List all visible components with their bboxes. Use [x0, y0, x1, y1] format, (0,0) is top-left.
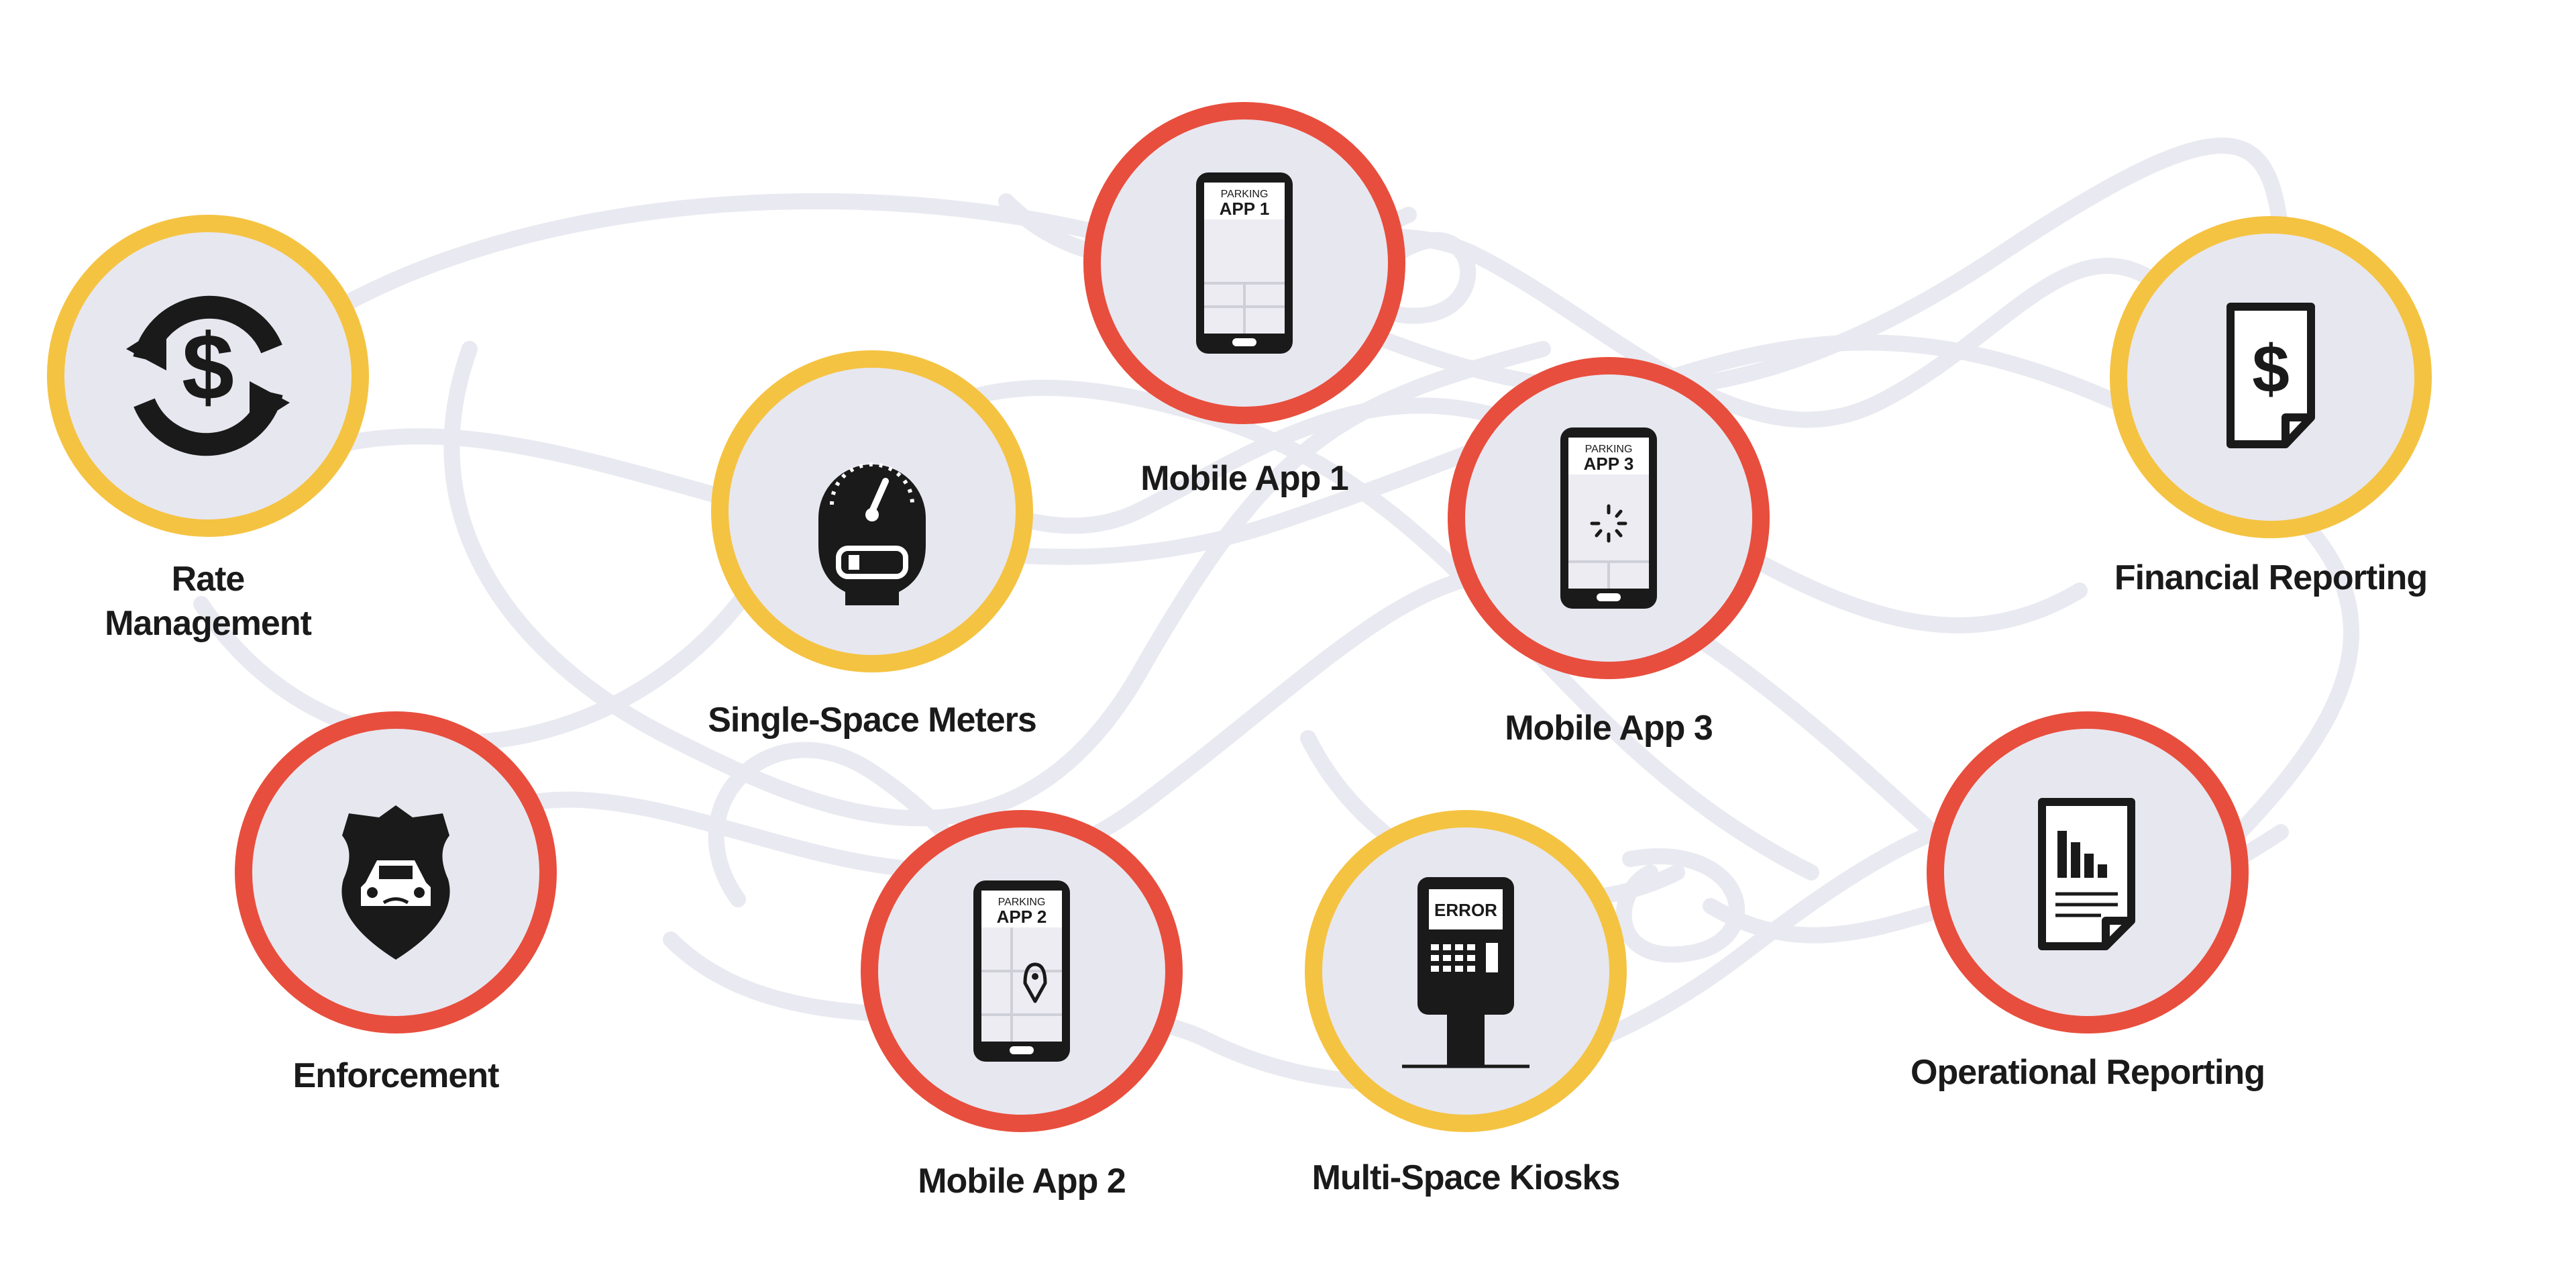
- rate-management-node: $: [47, 215, 369, 537]
- node-label: Mobile App 2: [918, 1159, 1126, 1203]
- phone-map-pin-icon: PARKING APP 2: [973, 880, 1070, 1062]
- enforcement-node: [235, 711, 557, 1033]
- label-line: Financial Reporting: [2114, 558, 2428, 597]
- label-line: Mobile App 2: [918, 1162, 1126, 1201]
- mobile-app-1-node: PARKING APP 1: [1083, 102, 1405, 424]
- svg-text:$: $: [2252, 332, 2290, 407]
- label-line: Enforcement: [292, 1056, 500, 1095]
- operational-reporting-node: [1927, 711, 2249, 1033]
- bar-chart-document-icon: [2038, 798, 2135, 950]
- node-label: Financial Reporting: [2114, 556, 2428, 600]
- label-line: Single-Space Meters: [708, 701, 1037, 740]
- label-line: Rate: [171, 560, 246, 599]
- label-line: Mobile App 1: [1140, 459, 1349, 498]
- screen-title: APP 2: [997, 907, 1047, 927]
- screen-caption: PARKING: [1221, 189, 1269, 200]
- kiosk-error-icon: ERROR: [1402, 877, 1529, 1068]
- screen-caption: PARKING: [998, 897, 1046, 908]
- label-line: Multi-Space Kiosks: [1311, 1158, 1621, 1197]
- parking-meter-icon: [818, 462, 926, 605]
- node-label: Mobile App 3: [1505, 706, 1713, 750]
- label-line: Mobile App 3: [1505, 709, 1713, 748]
- label-line: Management: [105, 604, 312, 643]
- svg-text:$: $: [182, 314, 234, 419]
- node-label: Multi-Space Kiosks: [1311, 1156, 1621, 1200]
- node-label: Single-Space Meters: [708, 698, 1037, 742]
- node-label: Enforcement: [292, 1054, 500, 1098]
- node-label: Rate Management: [105, 557, 312, 646]
- phone-app-icon: PARKING APP 1: [1196, 172, 1293, 354]
- police-badge-car-icon: [341, 805, 450, 960]
- kiosk-screen-text: ERROR: [1434, 900, 1497, 920]
- screen-title: APP 3: [1584, 454, 1634, 474]
- node-label: Mobile App 1: [1140, 456, 1349, 501]
- screen-title: APP 1: [1220, 199, 1270, 219]
- financial-reporting-node: $: [2110, 216, 2432, 538]
- single-space-meters-node: [711, 350, 1033, 672]
- screen-caption: PARKING: [1585, 444, 1633, 455]
- multi-space-kiosks-node: ERROR: [1305, 810, 1627, 1132]
- dollar-refresh-icon: $: [126, 295, 290, 456]
- node-label: Operational Reporting: [1911, 1050, 2265, 1095]
- phone-loading-icon: PARKING APP 3: [1560, 427, 1657, 609]
- mobile-app-3-node: PARKING APP 3: [1448, 357, 1770, 679]
- mobile-app-2-node: PARKING APP 2: [861, 810, 1183, 1132]
- label-line: Operational Reporting: [1911, 1053, 2265, 1092]
- dollar-document-icon: $: [2226, 303, 2315, 448]
